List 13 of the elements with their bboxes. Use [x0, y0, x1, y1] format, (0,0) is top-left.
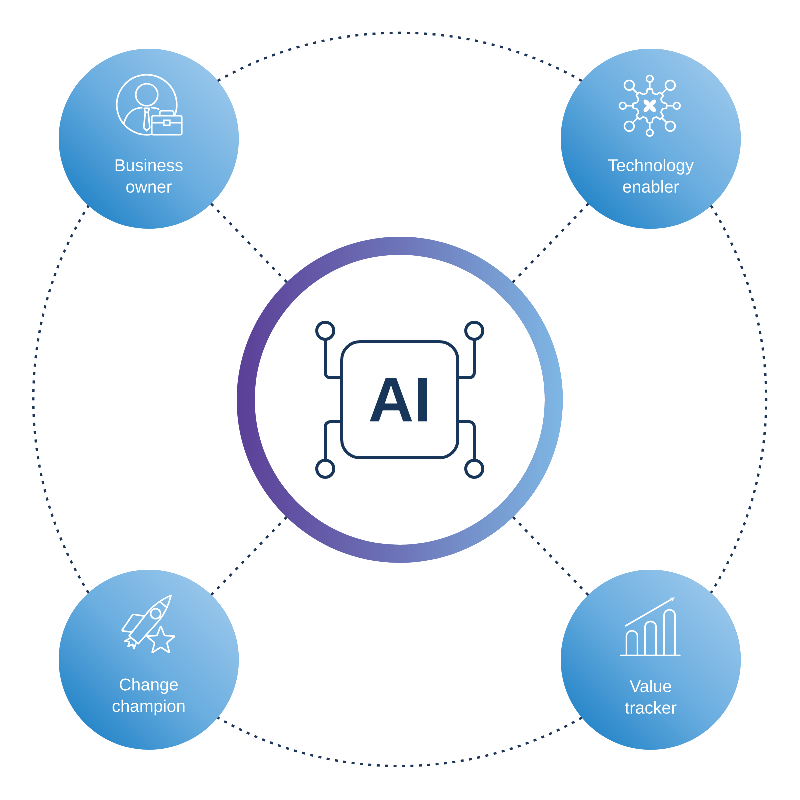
dotted-line: [217, 32, 583, 82]
dotted-line: [512, 516, 590, 596]
dotted-line: [710, 205, 768, 594]
dotted-line: [512, 203, 590, 284]
dotted-line: [210, 516, 288, 596]
dotted-line: [210, 203, 288, 284]
hub-label: AI: [370, 378, 428, 422]
role-label: Change champion: [112, 678, 185, 716]
role-label: Business owner: [116, 159, 183, 193]
dotted-line: [217, 716, 583, 768]
role-label: Technology enabler: [608, 159, 694, 193]
role-label: Value tracker: [625, 680, 677, 714]
dotted-line: [32, 205, 90, 594]
